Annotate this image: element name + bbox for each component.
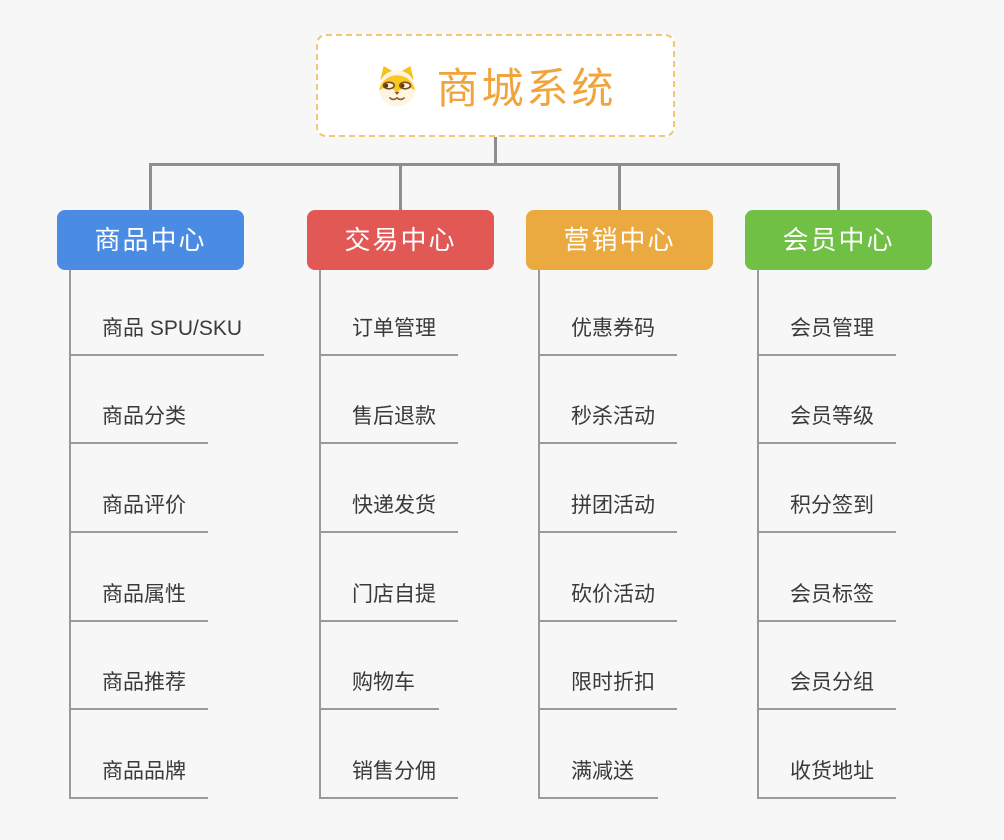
connector-rail bbox=[149, 163, 840, 166]
connector-drop-marketing bbox=[618, 166, 621, 210]
dog-face-icon bbox=[379, 65, 416, 107]
branch-header-products[interactable]: 商品中心 bbox=[57, 210, 244, 270]
topic-item[interactable]: 拼团活动 bbox=[538, 491, 677, 533]
topic-item[interactable]: 商品 SPU/SKU bbox=[69, 314, 265, 356]
branch-header-marketing[interactable]: 营销中心 bbox=[526, 210, 713, 270]
branch-spine bbox=[69, 270, 71, 798]
topic-item[interactable]: 商品品牌 bbox=[69, 757, 208, 799]
branch-marketing: 营销中心 优惠券码 秒杀活动 拼团活动 砍价活动 限时折扣 满减送 bbox=[526, 210, 776, 810]
topic-item[interactable]: 销售分佣 bbox=[319, 757, 458, 799]
topic-item[interactable]: 会员管理 bbox=[757, 314, 896, 356]
root-node[interactable]: 商城系统 bbox=[316, 34, 675, 137]
branch-header-trade[interactable]: 交易中心 bbox=[307, 210, 494, 270]
branch-members: 会员中心 会员管理 会员等级 积分签到 会员标签 会员分组 收货地址 bbox=[745, 210, 995, 810]
topic-item[interactable]: 会员标签 bbox=[757, 580, 896, 622]
topic-item[interactable]: 快递发货 bbox=[319, 491, 458, 533]
connector-drop-members bbox=[837, 166, 840, 210]
topic-item[interactable]: 商品评价 bbox=[69, 491, 208, 533]
branch-spine bbox=[319, 270, 321, 798]
branch-products: 商品中心 商品 SPU/SKU 商品分类 商品评价 商品属性 商品推荐 商品品牌 bbox=[57, 210, 307, 810]
topic-item[interactable]: 限时折扣 bbox=[538, 668, 677, 710]
topic-item[interactable]: 售后退款 bbox=[319, 402, 458, 444]
branch-trade: 交易中心 订单管理 售后退款 快递发货 门店自提 购物车 销售分佣 bbox=[307, 210, 557, 810]
topic-item[interactable]: 会员分组 bbox=[757, 668, 896, 710]
branch-header-members[interactable]: 会员中心 bbox=[745, 210, 932, 270]
topic-item[interactable]: 砍价活动 bbox=[538, 580, 677, 622]
topic-item[interactable]: 会员等级 bbox=[757, 402, 896, 444]
topic-item[interactable]: 购物车 bbox=[319, 668, 439, 710]
connector-drop-products bbox=[149, 166, 152, 210]
topic-item[interactable]: 秒杀活动 bbox=[538, 402, 677, 444]
branch-spine bbox=[757, 270, 759, 798]
topic-item[interactable]: 商品属性 bbox=[69, 580, 208, 622]
branch-spine bbox=[538, 270, 540, 798]
topic-item[interactable]: 优惠券码 bbox=[538, 314, 677, 356]
connector-drop-trade bbox=[399, 166, 402, 210]
topic-item[interactable]: 积分签到 bbox=[757, 491, 896, 533]
topic-item[interactable]: 订单管理 bbox=[319, 314, 458, 356]
connector-root-drop bbox=[494, 137, 497, 163]
topic-item[interactable]: 商品分类 bbox=[69, 402, 208, 444]
root-node-title: 商城系统 bbox=[436, 65, 617, 112]
topic-item[interactable]: 满减送 bbox=[538, 757, 658, 799]
topic-item[interactable]: 收货地址 bbox=[757, 757, 896, 799]
topic-item[interactable]: 门店自提 bbox=[319, 580, 458, 622]
topic-item[interactable]: 商品推荐 bbox=[69, 668, 208, 710]
